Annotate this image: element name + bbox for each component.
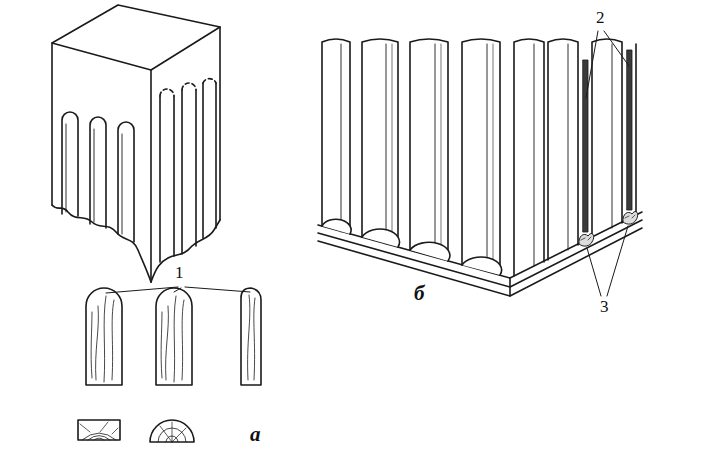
fluted-block [150,70,152,282]
leader-lines [586,31,629,296]
half-round-profiles [104,296,106,382]
post-wall [392,44,393,245]
half-round-profiles [241,288,261,385]
half-round-profiles [248,295,250,380]
fluted-block [52,5,220,282]
leader-lines [586,31,598,98]
fluted-block [118,122,134,242]
post-wall [362,39,398,247]
post-wall [583,60,588,232]
leader-lines [587,248,601,296]
cross-sections [78,420,194,442]
post-wall [410,242,450,261]
callout-number: 1 [175,264,184,281]
fluted-block [122,134,123,234]
post-wall [322,219,351,234]
post-wall [493,44,494,273]
half-round-profiles [96,306,99,380]
fluted-block [90,117,106,228]
cross-sections [80,422,118,434]
post-wall [534,44,535,266]
cross-sections [78,420,120,440]
post-wall [341,44,342,232]
post-wall [318,228,642,296]
leader-lines [604,31,629,66]
post-wall [635,44,637,216]
fluted-block [151,220,220,282]
fluted-block [195,90,197,246]
fluted-block [159,96,161,262]
half-round-profiles [86,288,122,385]
callout-number: 2 [596,9,605,26]
fluted-block [52,5,220,70]
post-wall [441,44,442,259]
half-round-profiles [182,300,184,380]
fluted-block [66,124,67,212]
fluted-block [51,43,53,205]
fluted-block [182,83,196,90]
post-wall [386,44,387,244]
post-wall [548,39,578,260]
post-wall [623,212,638,225]
post-wall [322,39,350,234]
fluted-block [52,205,151,282]
half-round-profiles [91,312,93,378]
post-wall [514,39,544,276]
fluted-block [160,89,174,96]
leader-lines [174,288,181,292]
post-wall [509,278,511,296]
figure-letter: б [414,283,424,304]
half-round-profiles [86,288,261,385]
half-round-profiles [174,296,176,382]
post-wall [568,44,569,250]
half-round-profiles [161,312,163,378]
fluted-block [203,79,216,83]
post-wall [410,39,448,261]
cross-sections [94,438,104,440]
fluted-block [215,83,217,228]
cross-sections [160,422,186,442]
cross-sections [82,433,116,440]
post-wall [579,234,594,247]
post-wall [435,44,436,257]
fluted-block [62,112,78,216]
leader-lines [106,287,178,293]
post-wall [362,229,399,247]
figure-letter: а [250,424,261,445]
fluted-block [94,129,95,222]
post-wall [625,215,635,218]
post-wall [627,50,632,210]
cross-sections [88,436,110,441]
post-wall [612,44,613,228]
post-wall [592,39,622,238]
fluted-block [181,90,183,254]
half-round-profiles [254,298,255,380]
post-wall [462,39,500,275]
fluted-block [173,96,175,256]
leader-lines [106,287,250,293]
half-round-profiles [112,300,114,380]
callout-number: 3 [600,298,609,315]
post-wall [462,257,502,275]
post-wall [581,237,591,240]
fluted-block [219,27,221,220]
half-round-profiles [166,306,169,380]
fluted-block [202,83,204,238]
half-round-profiles [156,288,192,385]
post-wall [487,44,488,271]
leader-lines [607,226,628,296]
leader-lines [185,287,250,292]
post-wall [318,39,642,296]
cross-sections [150,420,194,442]
